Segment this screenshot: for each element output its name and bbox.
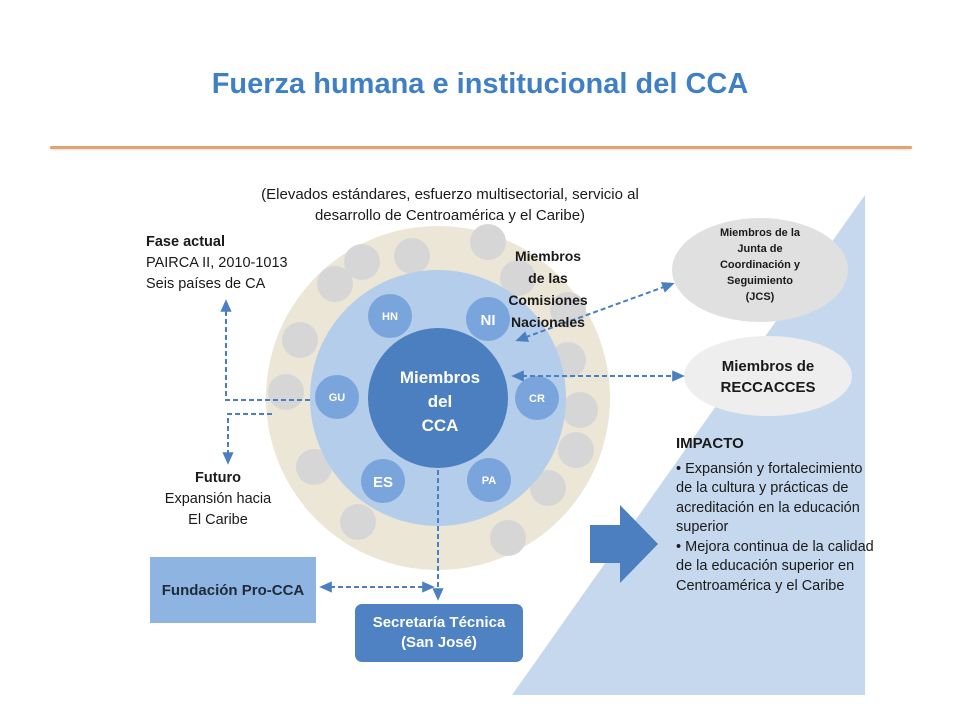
country-circle-hn	[368, 294, 412, 338]
country-circle-gu	[315, 375, 359, 419]
comisiones-line-4: Nacionales	[511, 314, 585, 330]
ring-circle	[344, 244, 380, 280]
futuro-heading: Futuro	[195, 470, 241, 486]
futuro-line-2: El Caribe	[188, 512, 248, 528]
fundacion-box: Fundación Pro-CCA	[150, 557, 316, 623]
country-label-es: ES	[373, 474, 393, 491]
subtitle: (Elevados estándares, esfuerzo multisect…	[200, 184, 700, 226]
secretaria-line-2: (San José)	[401, 634, 477, 651]
subtitle-line-1: (Elevados estándares, esfuerzo multisect…	[261, 186, 639, 203]
jcs-line-2: Junta de	[737, 243, 782, 255]
fundacion-label: Fundación Pro-CCA	[161, 581, 305, 599]
ring-circle	[317, 266, 353, 302]
subtitle-line-2: desarrollo de Centroamérica y el Caribe)	[314, 207, 586, 224]
center-line-3: CCA	[422, 416, 459, 435]
ring-circle	[340, 504, 376, 540]
impacto-list: Expansión y fortalecimiento de la cultur…	[676, 460, 876, 597]
country-circles	[315, 294, 559, 503]
country-circle-pa	[467, 458, 511, 502]
arrow-fase-actual	[220, 299, 310, 401]
futuro: Futuro Expansión hacia El Caribe	[138, 468, 298, 531]
secretaria-line-1: Secretaría Técnica	[372, 614, 506, 631]
country-label-hn: HN	[382, 311, 398, 323]
futuro-line-1: Expansión hacia	[164, 491, 272, 507]
country-circle-ni	[466, 297, 510, 341]
impacto-heading: IMPACTO	[676, 435, 744, 452]
reccacces-line-2: RECCACCES	[720, 379, 815, 396]
jcs-line-1: Miembros de la	[720, 227, 801, 239]
core-circle	[368, 328, 508, 468]
impact-arrow	[590, 505, 658, 583]
comisiones-line-1: Miembros	[515, 248, 581, 264]
jcs-line-5: (JCS)	[746, 291, 775, 303]
ring-circle	[268, 374, 304, 410]
fase-line-2: Seis países de CA	[146, 276, 266, 292]
title-divider	[50, 146, 912, 149]
ring-circle	[470, 224, 506, 260]
secretaria-box: Secretaría Técnica (San José)	[355, 604, 523, 662]
ring-circle	[394, 238, 430, 274]
country-circle-cr	[515, 376, 559, 420]
fase-heading: Fase actual	[146, 234, 225, 250]
country-label-pa: PA	[482, 475, 497, 487]
impacto-block: IMPACTO Expansión y fortalecimiento de l…	[676, 434, 876, 596]
ring-circle	[562, 392, 598, 428]
country-label-ni: NI	[481, 312, 496, 329]
arrow-futuro	[222, 413, 272, 465]
jcs-line-4: Seguimiento	[727, 275, 793, 287]
fase-actual: Fase actual PAIRCA II, 2010-1013 Seis pa…	[146, 232, 288, 295]
reccacces-line-1: Miembros de	[722, 358, 815, 375]
impacto-item-2: Mejora continua de la calidad de la educ…	[676, 538, 876, 597]
center-line-1: Miembros	[400, 368, 480, 387]
jcs-ellipse	[672, 218, 848, 322]
ring-circle	[282, 322, 318, 358]
comisiones-line-2: de las	[528, 270, 568, 286]
reccacces-ellipse	[684, 336, 852, 416]
ring-circle	[558, 432, 594, 468]
arrow-jcs	[515, 282, 675, 342]
comisiones-line-3: Comisiones	[508, 292, 588, 308]
page-title: Fuerza humana e institucional del CCA	[211, 68, 749, 100]
ring-circle	[296, 449, 332, 485]
ring-circle	[530, 470, 566, 506]
center-line-2: del	[428, 392, 453, 411]
country-circle-es	[361, 459, 405, 503]
country-label-gu: GU	[329, 392, 346, 404]
fase-line-1: PAIRCA II, 2010-1013	[146, 255, 288, 271]
country-label-cr: CR	[529, 393, 545, 405]
ring-circle	[490, 520, 526, 556]
impacto-item-1: Expansión y fortalecimiento de la cultur…	[676, 460, 876, 538]
jcs-line-3: Coordinación y	[720, 259, 801, 271]
